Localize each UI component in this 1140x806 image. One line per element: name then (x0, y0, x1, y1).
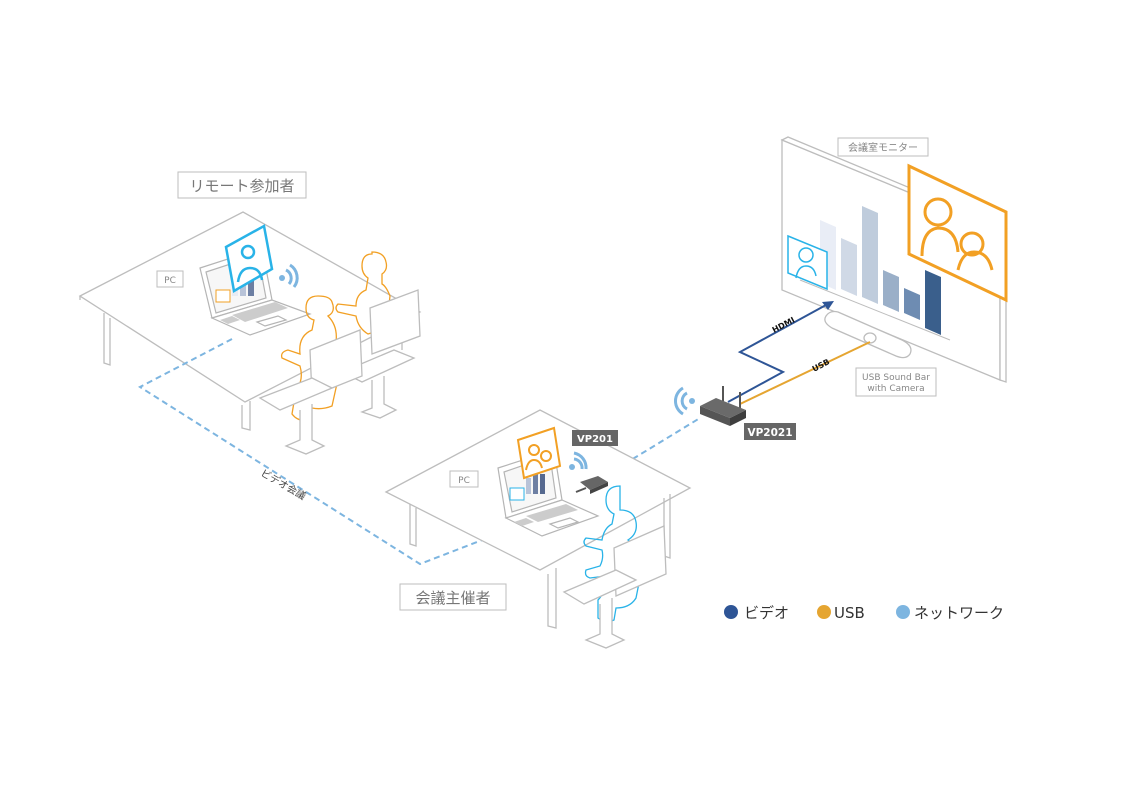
pc-label-host: PC (449, 470, 479, 488)
wifi-icon-remote (279, 263, 299, 288)
monitor-remote-thumb (787, 234, 828, 291)
legend-swatch-network (896, 605, 910, 619)
legend-label-network: ネットワーク (914, 604, 1004, 622)
legend-item-usb: USB (817, 604, 865, 622)
legend: ビデオ USB ネットワーク (724, 604, 1004, 622)
monitor-bar (862, 206, 878, 304)
vp201-device (575, 476, 608, 494)
legend-swatch-video (724, 605, 738, 619)
soundbar-label: USB Sound Bar with Camera (855, 367, 937, 397)
legend-item-video: ビデオ (724, 604, 789, 622)
pc-label-host-text: PC (458, 476, 470, 486)
remote-person-2 (335, 251, 391, 335)
room-monitor-label-text: 会議室モニター (848, 141, 918, 154)
legend-label-usb: USB (834, 604, 865, 622)
room-monitor-label: 会議室モニター (837, 137, 929, 157)
host-chair (562, 525, 667, 649)
monitor-baseline (799, 279, 951, 341)
remote-chairs (258, 289, 421, 455)
video-conference-label: ビデオ会議 (259, 466, 309, 502)
remote-person-1 (280, 295, 343, 422)
soundbar-label-line1: USB Sound Bar (862, 373, 930, 383)
wifi-icon-host (569, 451, 588, 470)
monitor-bar (841, 238, 857, 296)
wifi-icon-vp2021 (673, 386, 695, 416)
vp2021-device (700, 386, 746, 426)
pc-label-remote-text: PC (164, 276, 176, 286)
host-video-frame (516, 426, 562, 480)
hdmi-cable (727, 301, 834, 403)
remote-participant-label: リモート参加者 (177, 171, 307, 199)
legend-swatch-usb (817, 605, 831, 619)
meeting-host-label-text: 会議主催者 (415, 589, 490, 607)
hdmi-label: HDMI (771, 315, 797, 334)
legend-label-video: ビデオ (744, 604, 789, 622)
remote-video-frame (224, 224, 274, 293)
usb-cable (739, 341, 871, 405)
soundbar-label-line2: with Camera (867, 384, 924, 394)
remote-participant-label-text: リモート参加者 (189, 177, 294, 195)
vp201-badge: VP201 (572, 430, 618, 446)
vp201-badge-text: VP201 (577, 434, 613, 445)
legend-item-network: ネットワーク (896, 604, 1004, 622)
pc-label-remote: PC (156, 270, 184, 288)
monitor-bar (904, 288, 920, 320)
monitor-bar (883, 270, 899, 312)
monitor-bar (925, 270, 941, 335)
usb-soundbar (824, 310, 912, 359)
meeting-host-label: 会議主催者 (399, 583, 507, 611)
usb-label: USB (811, 357, 831, 374)
monitor-host-video (907, 163, 1008, 303)
vp2021-badge-text: VP2021 (747, 427, 792, 439)
vp2021-badge: VP2021 (744, 423, 796, 440)
